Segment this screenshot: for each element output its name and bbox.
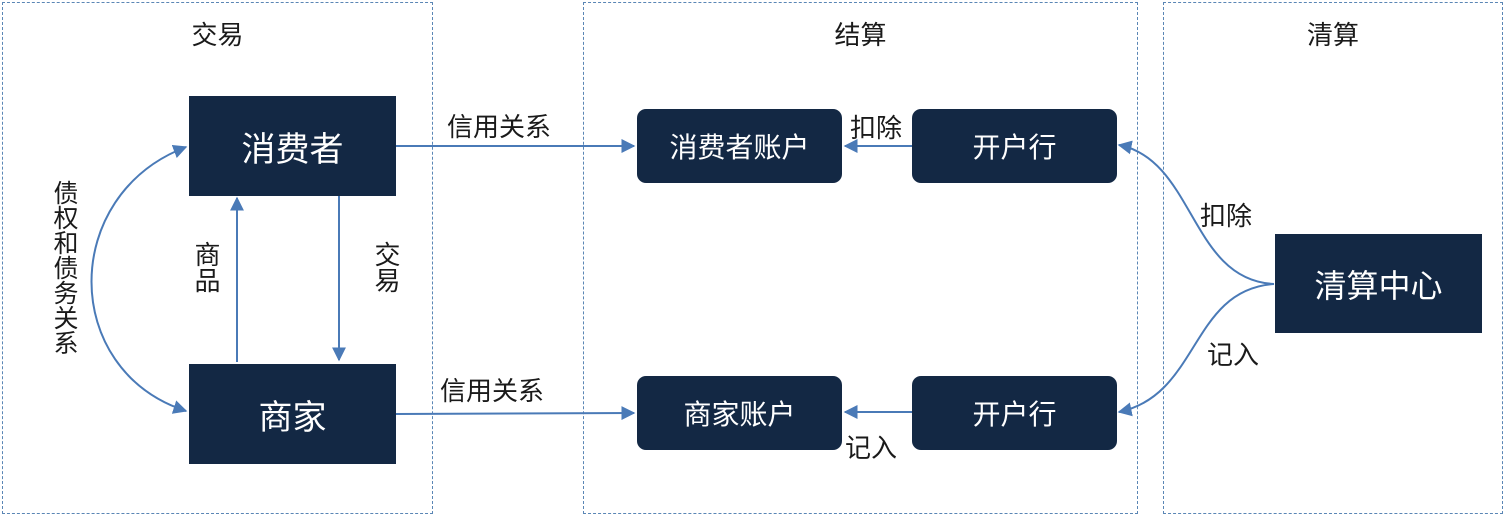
node-consumer-account: 消费者账户 [637,109,842,183]
region-settlement-title: 结算 [834,21,887,51]
label-debt-relation: 债权和债务关系 [50,180,79,355]
region-settlement: 结算 [583,2,1138,514]
label-deduct-clearing: 扣除 [1200,202,1253,232]
label-credit-top: 信用关系 [447,113,552,143]
arrow-deduct-clearing [1117,140,1275,285]
arrow-credit-bottom [395,406,636,421]
arrow-record-clearing [1117,283,1275,417]
node-merchant: 商家 [189,364,396,464]
arrow-debt-relation [90,144,188,414]
node-consumer-account-label: 消费者账户 [669,131,810,164]
node-merchant-label: 商家 [258,397,327,438]
label-trade: 交易 [370,241,400,293]
region-clearing: 清算 [1163,2,1503,514]
node-bank-top: 开户行 [912,109,1117,183]
node-bank-bottom-label: 开户行 [972,398,1057,431]
region-trade: 交易 [2,2,433,514]
node-clearing-center-label: 清算中心 [1314,266,1443,305]
label-deduct-top: 扣除 [850,114,903,144]
node-bank-bottom: 开户行 [912,376,1117,450]
node-consumer: 消费者 [189,96,396,196]
region-trade-title: 交易 [191,21,244,51]
node-clearing-center: 清算中心 [1275,234,1482,333]
label-credit-bottom: 信用关系 [440,377,545,407]
node-consumer-label: 消费者 [241,129,344,170]
label-record-clearing: 记入 [1207,341,1260,371]
node-bank-top-label: 开户行 [972,131,1057,164]
node-merchant-account-label: 商家账户 [683,398,796,431]
node-merchant-account: 商家账户 [637,376,842,450]
region-clearing-title: 清算 [1306,21,1359,51]
label-record-bottom: 记入 [845,434,898,464]
label-goods: 商品 [190,241,220,293]
